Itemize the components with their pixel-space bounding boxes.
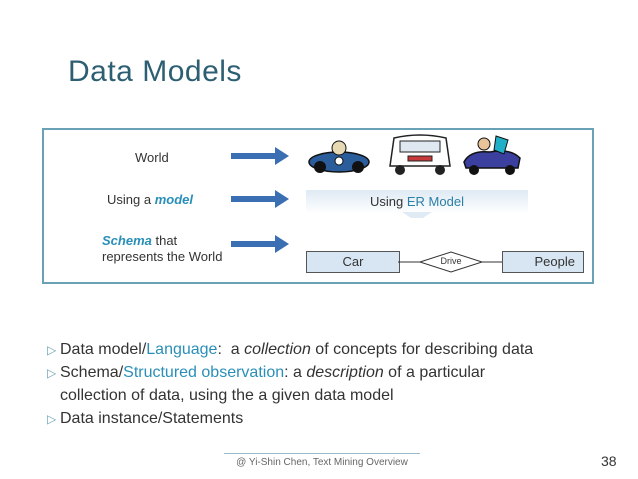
model-prefix: Using a xyxy=(107,192,155,207)
row-label-world: World xyxy=(135,150,169,165)
er-highlight: ER Model xyxy=(406,194,464,209)
data-models-diagram: World Using a model Schema that represen… xyxy=(42,128,594,284)
schema-emphasis: Schema xyxy=(102,233,152,248)
schema-suffix: that xyxy=(151,233,178,248)
people-car-illustration xyxy=(463,135,521,175)
er-model-banner xyxy=(306,190,528,218)
row-label-schema: Schema that represents the World xyxy=(102,233,222,265)
entity-car: Car xyxy=(306,251,400,273)
slide-title: Data Models xyxy=(68,55,242,88)
bullet-item-2-continuation: collection of data, using the a given da… xyxy=(60,387,394,404)
bullet-item-1: ▷Data model/Language: a collection of co… xyxy=(47,341,534,358)
world-arrow xyxy=(231,147,289,165)
relationship-drive xyxy=(398,251,504,273)
bullet-item-2: ▷Schema/Structured observation: a descri… xyxy=(47,364,486,381)
slide-footer: @ Yi-Shin Chen, Text Mining Overview xyxy=(224,453,420,468)
er-prefix: Using xyxy=(370,194,407,209)
race-car-illustration xyxy=(308,140,370,173)
triangle-bullet-icon: ▷ xyxy=(47,343,57,357)
schema-line2: represents the World xyxy=(102,249,223,264)
bus-illustration xyxy=(389,134,451,175)
er-model-label: Using ER Model xyxy=(306,194,528,209)
entity-car-label: Car xyxy=(342,254,364,269)
page-number: 38 xyxy=(601,453,617,469)
bullet-item-3: ▷Data instance/Statements xyxy=(47,410,244,427)
model-arrow xyxy=(231,190,289,208)
row-label-model: Using a model xyxy=(107,192,193,207)
entity-people: People xyxy=(502,251,584,273)
triangle-bullet-icon: ▷ xyxy=(47,366,57,380)
schema-arrow xyxy=(231,235,289,253)
triangle-bullet-icon: ▷ xyxy=(47,412,57,426)
relationship-label: Drive xyxy=(440,256,462,266)
model-emphasis: model xyxy=(154,192,193,207)
entity-people-label: People xyxy=(534,254,575,269)
